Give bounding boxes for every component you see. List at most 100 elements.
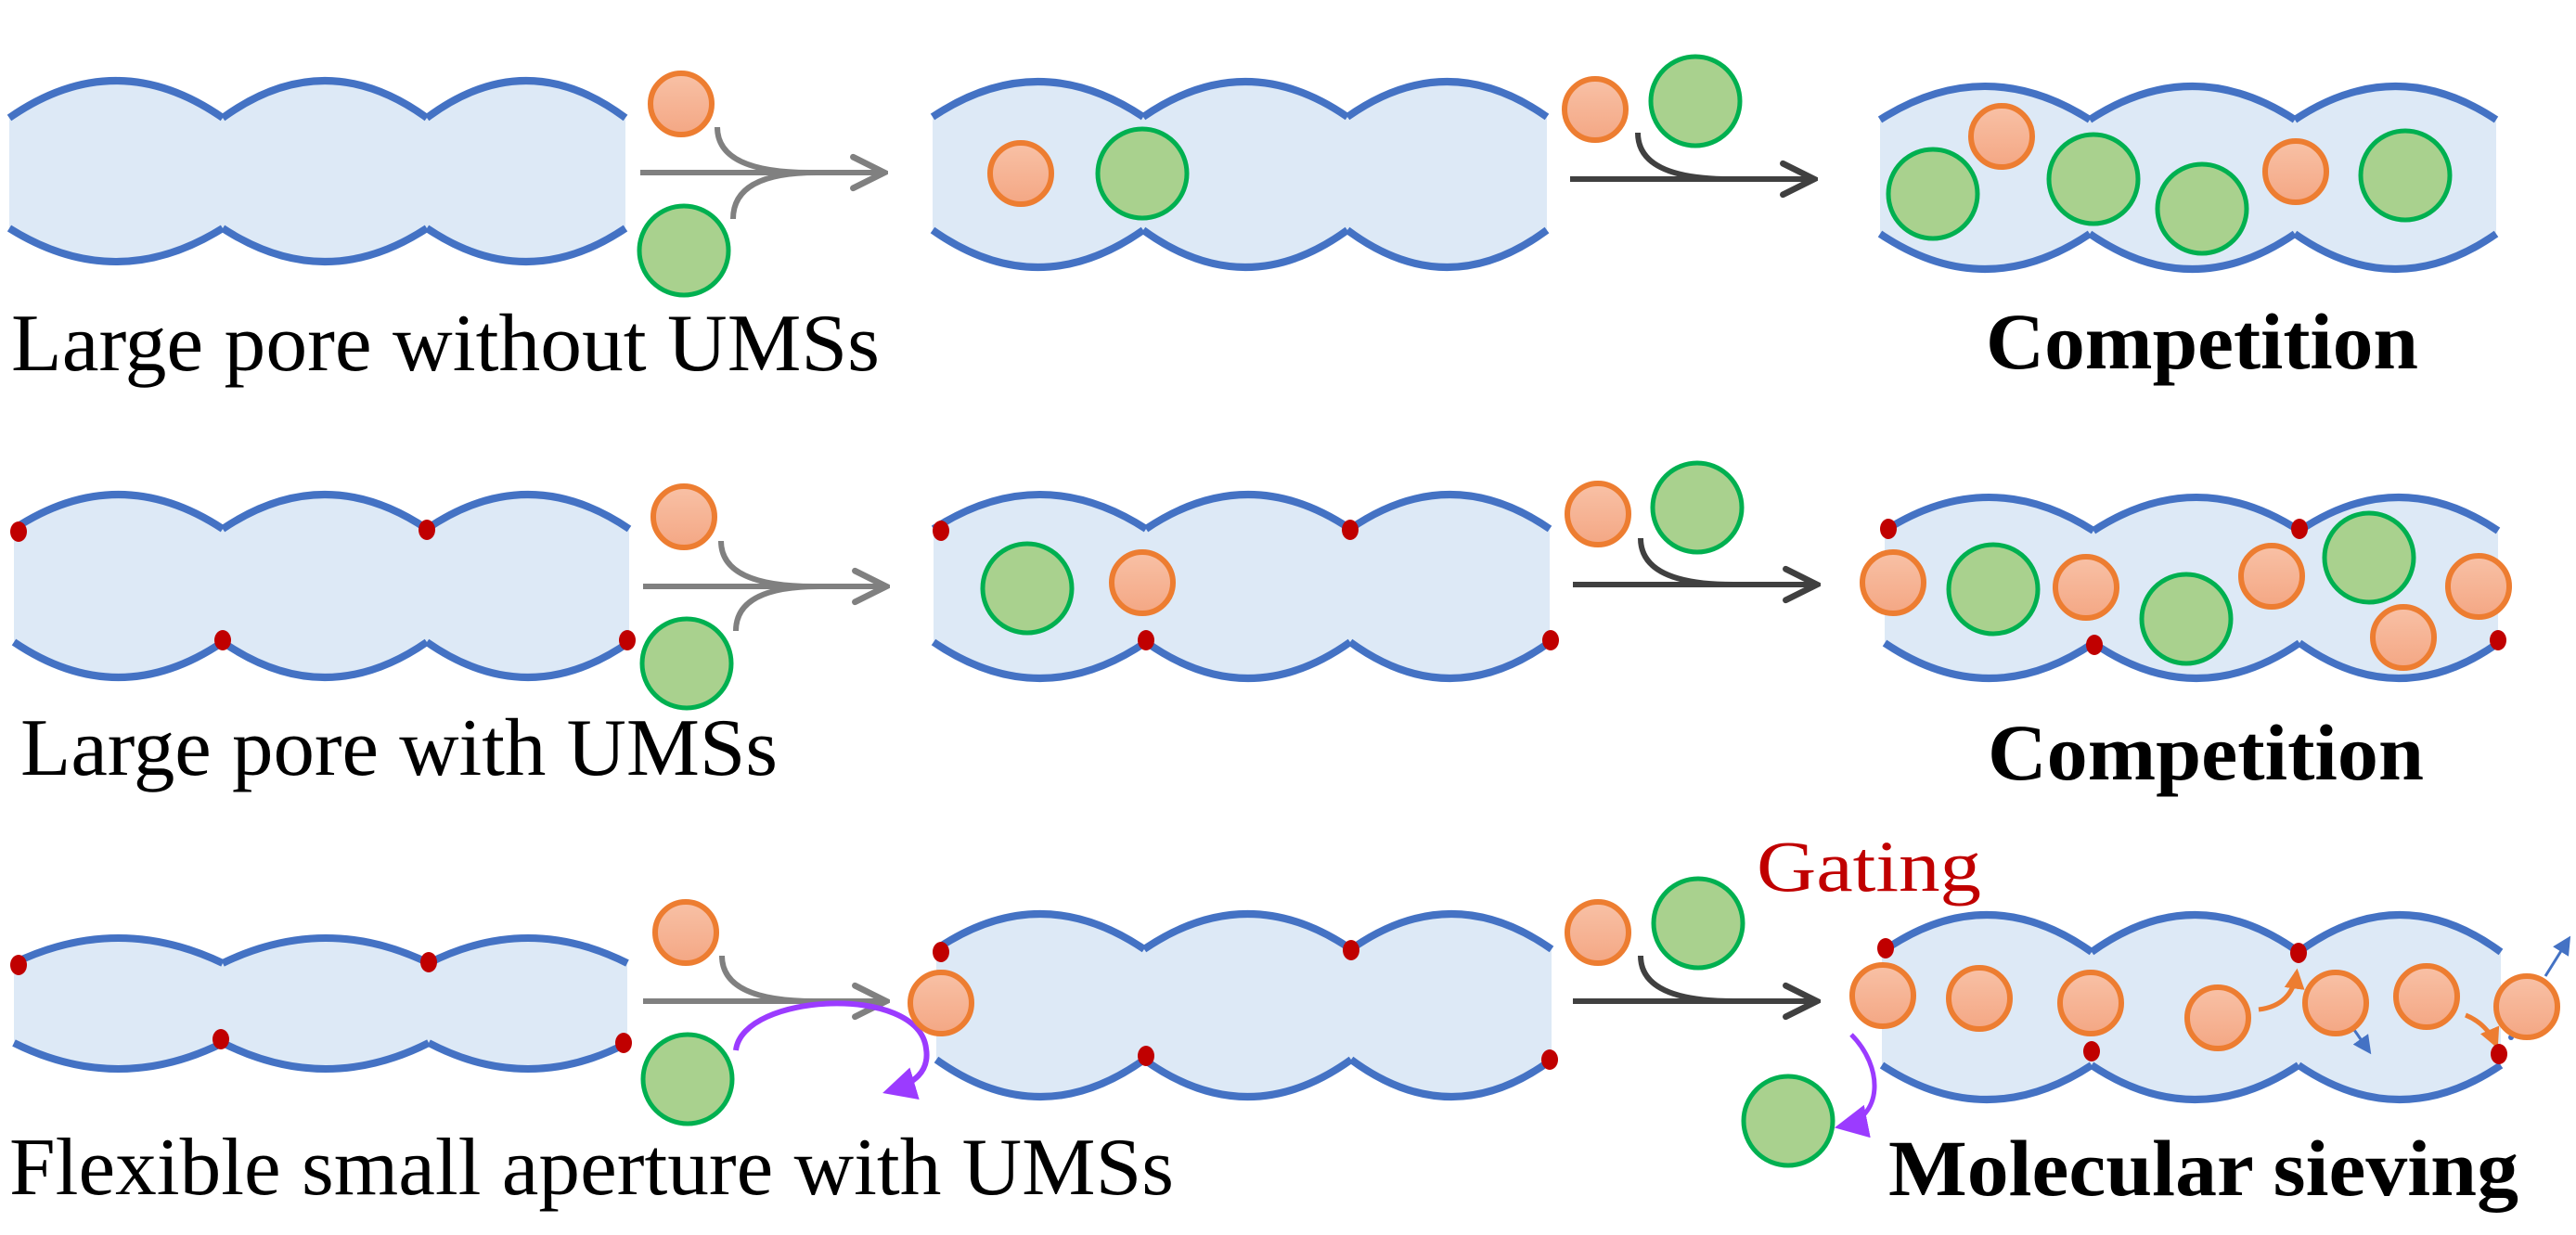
feed-arrow [1573, 537, 1817, 587]
hop-arrow-to-site-top [2258, 968, 2305, 1012]
ums-site-dot [2490, 630, 2506, 650]
large-molecule [1650, 460, 1745, 555]
ums-site-dot [214, 630, 231, 650]
channel-wall-top-1 [1877, 83, 2093, 123]
channel-wall-bottom-2 [1143, 638, 1353, 682]
channel-wall-bottom-2 [221, 1039, 431, 1073]
channel-wall-bottom-2 [1141, 1056, 1354, 1100]
channel-wall-bottom-1 [931, 638, 1149, 682]
arrow-branch [1638, 955, 1734, 1004]
channel-wall-top-3 [2292, 83, 2499, 123]
ums-site-dot [10, 955, 27, 975]
channel-body [14, 938, 627, 1069]
ums-site-dot [10, 521, 27, 542]
channel-wall-top-1 [931, 491, 1149, 533]
arrow-branch-top [719, 955, 816, 1004]
channel-wall-top-2 [2091, 494, 2302, 534]
channel-row2-initial [11, 491, 632, 681]
ums-site-dot [420, 952, 437, 972]
small-molecule [648, 71, 715, 137]
arrow-branch [1638, 537, 1734, 587]
channel-wall-bottom-2 [220, 225, 430, 265]
channel-row1-initial [6, 77, 628, 265]
small-molecule [2053, 554, 2119, 621]
ums-site-dot [1541, 1049, 1558, 1070]
channel-wall-bottom-2 [2089, 1061, 2301, 1103]
channel-wall-top-2 [2089, 911, 2301, 956]
large-molecule [640, 1032, 735, 1126]
channel-row3-intermediate [934, 910, 1554, 1100]
ums-site-dot [1880, 519, 1897, 539]
small-molecule [1946, 965, 2013, 1032]
small-molecule [650, 483, 717, 550]
feed-arrow [1573, 955, 1817, 1004]
ums-site-dot [2491, 1044, 2507, 1064]
large-molecule [1886, 147, 1980, 241]
feed-arrow [1570, 132, 1814, 182]
small-molecule [987, 140, 1054, 207]
ums-site-dot [213, 1029, 229, 1049]
outcome-label-row1: Competition [1986, 297, 2418, 386]
ums-site-dot [2290, 943, 2307, 963]
large-molecule [2139, 572, 2234, 666]
channel-wall-bottom-1 [1879, 1061, 2094, 1103]
small-molecule [652, 899, 719, 966]
large-molecule [980, 541, 1075, 636]
small-molecule [1109, 549, 1176, 616]
channel-wall-bottom-1 [930, 226, 1146, 271]
large-molecule [1095, 126, 1190, 221]
channel-body [933, 82, 1547, 267]
ums-site-dot [2083, 1041, 2100, 1061]
channel-wall-top-2 [1140, 78, 1350, 121]
channel-wall-top-1 [6, 77, 225, 122]
channel-wall-top-3 [427, 934, 629, 967]
large-molecule [2322, 510, 2416, 605]
small-molecule [908, 970, 974, 1036]
vibration-arrow-2 [2544, 935, 2571, 977]
channel-wall-bottom-1 [934, 1056, 1147, 1100]
small-molecule [1562, 76, 1629, 143]
channel-wall-bottom-2 [220, 638, 430, 681]
arrow-branch [1635, 132, 1732, 182]
channel-wall-top-2 [1141, 910, 1354, 953]
ums-site-dot [933, 942, 949, 962]
ums-site-dot [1343, 940, 1359, 960]
ums-site-dot [1138, 630, 1154, 650]
ums-site-dot [419, 520, 435, 540]
rejection-arrow-row3-second [1834, 1033, 1877, 1139]
ums-site-dot [2086, 635, 2103, 655]
channel-wall-bottom-2 [1140, 226, 1350, 271]
molecules-layer [637, 54, 2560, 1168]
vibration-arrow-1 [2352, 1029, 2372, 1055]
small-molecule [2184, 984, 2251, 1051]
channel-wall-top-3 [424, 77, 628, 122]
channel-wall-bottom-3 [1347, 638, 1552, 682]
channel-wall-bottom-2 [2087, 230, 2298, 273]
large-molecule [1651, 876, 1745, 971]
arrow-branch-top [718, 540, 815, 589]
channel-wall-bottom-1 [1882, 639, 2096, 682]
ums-site-dot [1138, 1046, 1154, 1066]
channel-wall-top-1 [1882, 494, 2096, 534]
channel-row3-initial [12, 934, 629, 1073]
channel-wall-top-2 [220, 77, 430, 122]
small-molecule [1849, 962, 1916, 1029]
arrow-branch-top [715, 126, 811, 175]
channel-wall-top-1 [934, 910, 1147, 953]
channel-wall-top-2 [220, 491, 430, 533]
ums-site-dot [615, 1033, 632, 1053]
channels-layer [6, 77, 2504, 1103]
hop-arrow-to-site-bottom [2464, 1012, 2500, 1049]
channel-wall-top-2 [221, 934, 431, 967]
ums-site-dot [1877, 938, 1894, 958]
large-molecule [2046, 132, 2141, 226]
small-molecule [1565, 899, 1631, 966]
channel-wall-top-2 [2087, 83, 2298, 123]
ums-site-dot [1342, 520, 1359, 540]
channel-wall-top-1 [930, 78, 1146, 121]
outcome-label-row3: Molecular sieving [1888, 1124, 2518, 1213]
channel-wall-bottom-3 [1345, 226, 1550, 271]
merge-arrow [643, 540, 886, 632]
channel-wall-bottom-1 [1877, 230, 2093, 273]
